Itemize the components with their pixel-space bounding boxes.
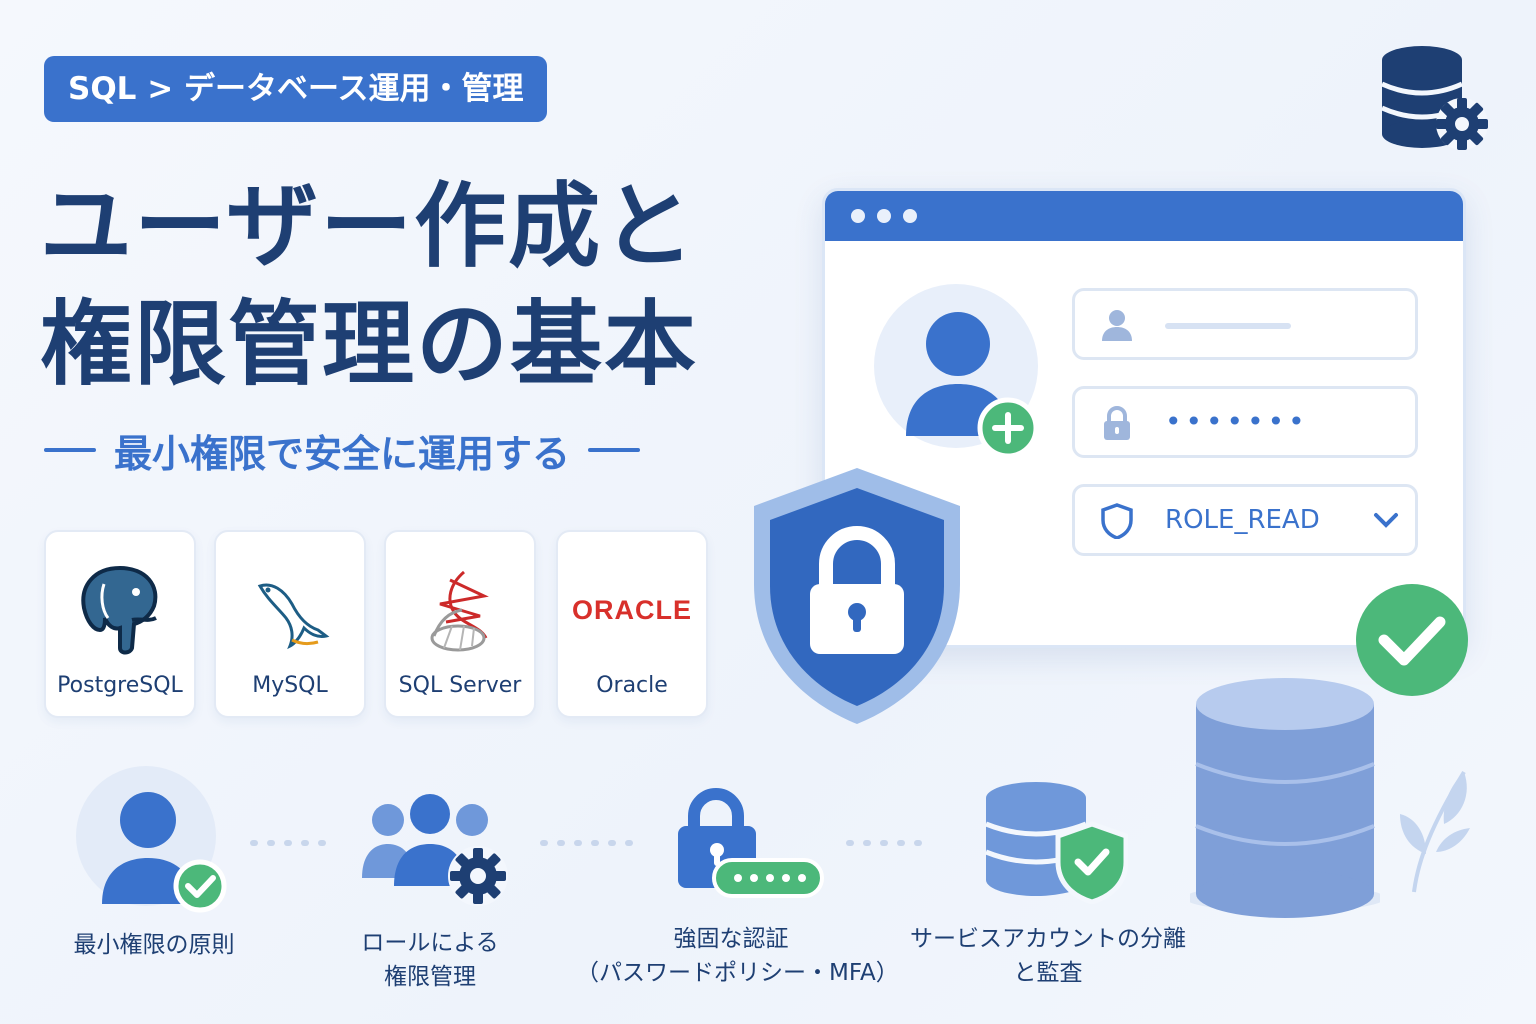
step-label-least-privilege: 最小権限の原則	[44, 928, 264, 962]
db-card-oracle[interactable]: ORACLE Oracle	[556, 530, 708, 718]
security-shield-icon	[754, 468, 960, 724]
step-label-strong-auth: 強固な認証 （パスワードポリシー・MFA）	[576, 922, 899, 990]
page-title-line-1: ユーザー作成と	[40, 173, 697, 280]
step-label-line: （パスワードポリシー・MFA）	[576, 960, 899, 986]
chevron-down-icon[interactable]	[1373, 511, 1399, 529]
step-connector	[250, 840, 326, 846]
oracle-logo-text: ORACLE	[572, 594, 692, 625]
page-title: ユーザー作成と 権限管理の基本	[40, 168, 800, 404]
step-label-line: 権限管理	[384, 964, 476, 990]
lock-password-icon	[678, 788, 824, 898]
db-card-sql-server[interactable]: SQL Server	[384, 530, 536, 718]
window-dot[interactable]	[877, 209, 891, 223]
window-dot[interactable]	[851, 209, 865, 223]
subtitle: 最小権限で安全に運用する	[44, 420, 744, 480]
subtitle-text: 最小権限で安全に運用する	[114, 431, 571, 476]
db-card-postgresql[interactable]: PostgreSQL	[44, 530, 196, 718]
leaf-decoration-icon	[1400, 770, 1470, 893]
role-select-value: ROLE_READ	[1165, 505, 1320, 535]
password-mask: •••••••	[1165, 405, 1309, 438]
db-card-label: PostgreSQL	[57, 673, 183, 698]
db-card-label: Oracle	[596, 673, 668, 698]
user-check-icon	[76, 766, 227, 913]
new-user-avatar-icon[interactable]	[872, 284, 1044, 456]
shield-icon	[1101, 503, 1133, 539]
step-connector	[540, 840, 633, 846]
database-shield-icon	[985, 782, 1128, 904]
mysql-logo-icon	[216, 550, 364, 670]
password-field[interactable]: •••••••	[1072, 386, 1418, 458]
users-gear-icon	[362, 794, 508, 906]
step-label-line: サービスアカウントの分離	[910, 926, 1186, 952]
step-label-line: ロールによる	[361, 930, 499, 956]
username-placeholder-line	[1165, 323, 1291, 329]
step-label-service-accounts: サービスアカウントの分離 と監査	[900, 922, 1196, 990]
window-title-bar	[825, 191, 1463, 241]
username-field[interactable]	[1072, 288, 1418, 360]
step-label-line: と監査	[1013, 960, 1083, 986]
subtitle-dash-right	[588, 448, 641, 452]
breadcrumb[interactable]: SQL > データベース運用・管理	[44, 56, 548, 122]
lock-icon	[1104, 406, 1130, 440]
database-gear-icon	[1380, 46, 1488, 150]
page-title-line-2: 権限管理の基本	[40, 291, 699, 398]
subtitle-dash-left	[44, 448, 96, 452]
step-label-line: 強固な認証	[673, 926, 789, 952]
success-check-icon	[1356, 584, 1468, 696]
step-connector	[846, 840, 922, 846]
step-label-line: 最小権限の原則	[73, 932, 235, 958]
role-select[interactable]: ROLE_READ	[1072, 484, 1418, 556]
window-dot[interactable]	[903, 209, 917, 223]
oracle-logo-icon: ORACLE	[558, 550, 706, 670]
postgresql-logo-icon	[46, 550, 194, 670]
db-card-label: MySQL	[252, 673, 328, 698]
db-card-label: SQL Server	[398, 673, 522, 698]
user-icon	[1102, 310, 1132, 341]
database-icon	[1190, 678, 1380, 918]
db-card-mysql[interactable]: MySQL	[214, 530, 366, 718]
step-label-role-management: ロールによる 権限管理	[320, 926, 540, 994]
sql-server-logo-icon	[386, 550, 534, 670]
